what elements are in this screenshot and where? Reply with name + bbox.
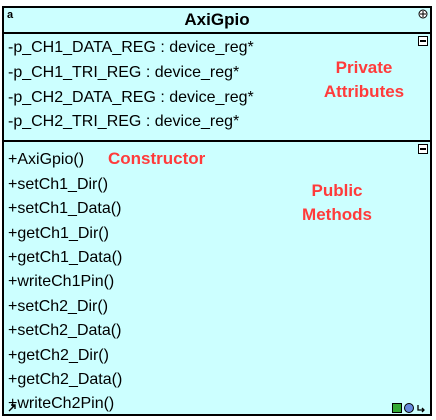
collapse-attributes-icon[interactable] <box>418 36 428 46</box>
collapse-methods-icon[interactable] <box>418 144 428 154</box>
method-item[interactable]: +setCh2_Dir() <box>8 298 109 315</box>
method-item[interactable]: +setCh1_Data() <box>8 200 122 217</box>
view-icons <box>392 403 426 413</box>
public-note-line2: Methods <box>302 205 372 224</box>
attribute-item[interactable]: -p_CH2_TRI_REG : device_reg* <box>8 113 240 130</box>
class-type-icon: a <box>7 9 14 21</box>
return-arrow-icon[interactable] <box>416 403 426 413</box>
blue-view-icon[interactable] <box>404 403 414 413</box>
method-item[interactable]: +getCh2_Dir() <box>8 347 109 364</box>
public-note-line1: Public <box>311 181 363 200</box>
constructor-note: Constructor <box>108 149 206 168</box>
method-item[interactable]: +setCh2_Data() <box>8 322 122 339</box>
method-item[interactable]: +getCh2_Data() <box>8 371 123 388</box>
attribute-item[interactable]: -p_CH1_TRI_REG : device_reg* <box>8 64 240 81</box>
method-item[interactable]: +AxiGpio() <box>8 151 85 168</box>
method-item[interactable]: +writeCh2Pin() <box>8 395 115 412</box>
method-item[interactable]: +getCh1_Data() <box>8 249 123 266</box>
method-item[interactable]: +setCh1_Dir() <box>8 176 109 193</box>
attribute-item[interactable]: -p_CH1_DATA_REG : device_reg* <box>8 39 254 56</box>
uml-class-box[interactable]: a AxiGpio -p_CH1_DATA_REG : device_reg* … <box>2 6 432 416</box>
attribute-item[interactable]: -p_CH2_DATA_REG : device_reg* <box>8 89 254 106</box>
attributes-compartment: -p_CH1_DATA_REG : device_reg* -p_CH1_TRI… <box>4 34 430 142</box>
private-attributes-note: Private Attributes <box>309 56 419 104</box>
public-methods-note: Public Methods <box>282 179 392 227</box>
expand-icon[interactable] <box>418 9 428 19</box>
private-note-line2: Attributes <box>323 82 405 101</box>
method-item[interactable]: +getCh1_Dir() <box>8 225 109 242</box>
methods-compartment: +AxiGpio() +setCh1_Dir() +setCh1_Data() … <box>4 142 430 414</box>
green-view-icon[interactable] <box>392 403 402 413</box>
method-item[interactable]: +writeCh1Pin() <box>8 273 115 290</box>
link-arrow-icon[interactable] <box>7 403 17 413</box>
class-name[interactable]: AxiGpio <box>4 8 430 34</box>
private-note-line1: Private <box>335 58 393 77</box>
